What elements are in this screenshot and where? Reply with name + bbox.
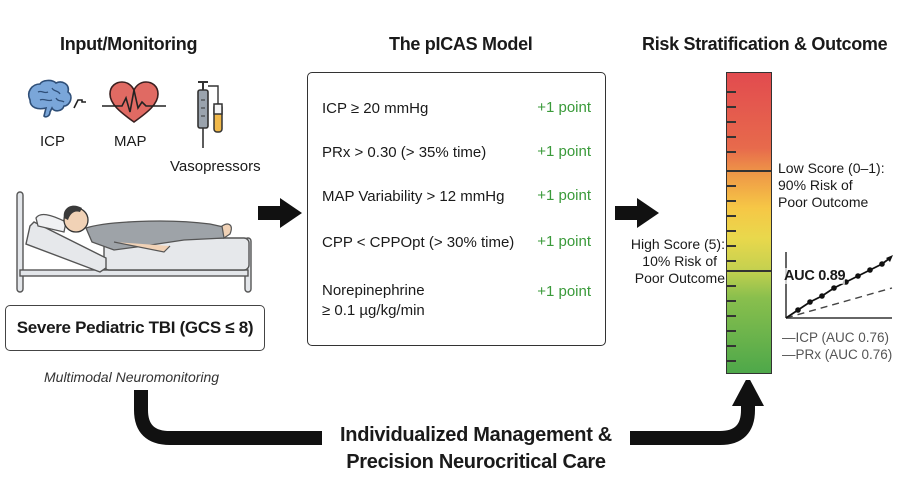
syringe-icon — [192, 78, 232, 150]
patient-population-box: Severe Pediatric TBI (GCS ≤ 8) — [5, 305, 265, 351]
risk-bar-divider — [727, 270, 771, 272]
picas-model-title: The pICAS Model — [389, 34, 533, 54]
high-score-line2: 10% Risk of — [642, 253, 717, 269]
criterion-map-variability: MAP Variability > 12 mmHg — [322, 188, 505, 205]
legend-icp: —ICP (AUC 0.76) — [782, 330, 890, 345]
neuromonitoring-caption: Multimodal Neuromonitoring — [44, 369, 220, 385]
risk-bar-tick — [727, 136, 736, 138]
patient-population-text: Severe Pediatric TBI (GCS ≤ 8) — [16, 318, 254, 337]
criterion-cpp: CPP < CPPOpt (> 30% time) — [322, 234, 515, 251]
bottom-caption-line2: Precision Neurocritical Care — [346, 451, 606, 473]
low-score-line2: 90% Risk of — [778, 177, 853, 193]
risk-bar-tick — [727, 151, 736, 153]
patient-bed-illustration — [14, 188, 254, 298]
risk-bar-tick — [727, 345, 736, 347]
low-score-line3: Poor Outcome — [778, 194, 869, 210]
risk-bar-tick — [727, 91, 736, 93]
risk-bar-tick — [727, 330, 736, 332]
roc-picas-curve — [785, 257, 891, 319]
criterion-prx: PRx > 0.30 (> 35% time) — [322, 144, 487, 161]
risk-bar-tick — [727, 315, 736, 317]
vasopressors-label: Vasopressors — [170, 158, 261, 175]
icp-label: ICP — [40, 133, 66, 150]
risk-bar-tick — [727, 230, 736, 232]
criterion-map-variability-points: +1 point — [537, 187, 591, 204]
risk-bar-divider — [727, 170, 771, 172]
risk-gradient-bar — [726, 72, 772, 374]
criterion-norepinephrine-points: +1 point — [537, 283, 591, 300]
risk-bar-tick — [727, 285, 736, 287]
criterion-cpp-points: +1 point — [537, 233, 591, 250]
picas-criteria-box: ICP ≥ 20 mmHg +1 point PRx > 0.30 (> 35%… — [307, 72, 606, 346]
low-score-label: Low Score (0–1): 90% Risk of Poor Outcom… — [778, 160, 885, 211]
map-label: MAP — [114, 133, 147, 150]
risk-bar-tick — [727, 260, 736, 262]
risk-bar-tick — [727, 200, 736, 202]
risk-bar-tick — [727, 300, 736, 302]
risk-bar-tick — [727, 185, 736, 187]
risk-bar-tick — [727, 245, 736, 247]
roc-curve-mini-chart — [782, 250, 894, 322]
risk-bar-tick — [727, 106, 736, 108]
high-score-label: High Score (5): 10% Risk of Poor Outcome — [621, 236, 725, 287]
feedback-loop-arrow — [0, 376, 909, 476]
input-monitoring-title: Input/Monitoring — [60, 34, 198, 54]
criterion-prx-points: +1 point — [537, 143, 591, 160]
bottom-caption-line1: Individualized Management & — [340, 424, 612, 446]
risk-bar-tick — [727, 121, 736, 123]
auc-label: AUC 0.89 — [784, 268, 846, 284]
criterion-norepinephrine-dose: ≥ 0.1 µg/kg/min — [322, 302, 425, 319]
high-score-line1: High Score (5): — [630, 236, 725, 252]
high-score-line3: Poor Outcome — [634, 270, 725, 286]
roc-reference-line — [785, 287, 893, 319]
legend-prx: —PRx (AUC 0.76) — [782, 347, 893, 362]
arrow-right-icon — [256, 196, 304, 230]
criterion-norepinephrine: Norepinephrine — [322, 282, 425, 299]
risk-stratification-title: Risk Stratification & Outcome — [642, 34, 888, 54]
risk-bar-tick — [727, 215, 736, 217]
low-score-line1: Low Score (0–1): — [778, 160, 885, 176]
brain-icon — [24, 78, 94, 124]
heart-pulse-icon — [100, 78, 168, 128]
criterion-icp: ICP ≥ 20 mmHg — [322, 100, 429, 117]
bottom-caption: Individualized Management & Precision Ne… — [322, 422, 630, 476]
criterion-icp-points: +1 point — [537, 99, 591, 116]
risk-bar-tick — [727, 360, 736, 362]
arrow-right-icon — [613, 196, 661, 230]
